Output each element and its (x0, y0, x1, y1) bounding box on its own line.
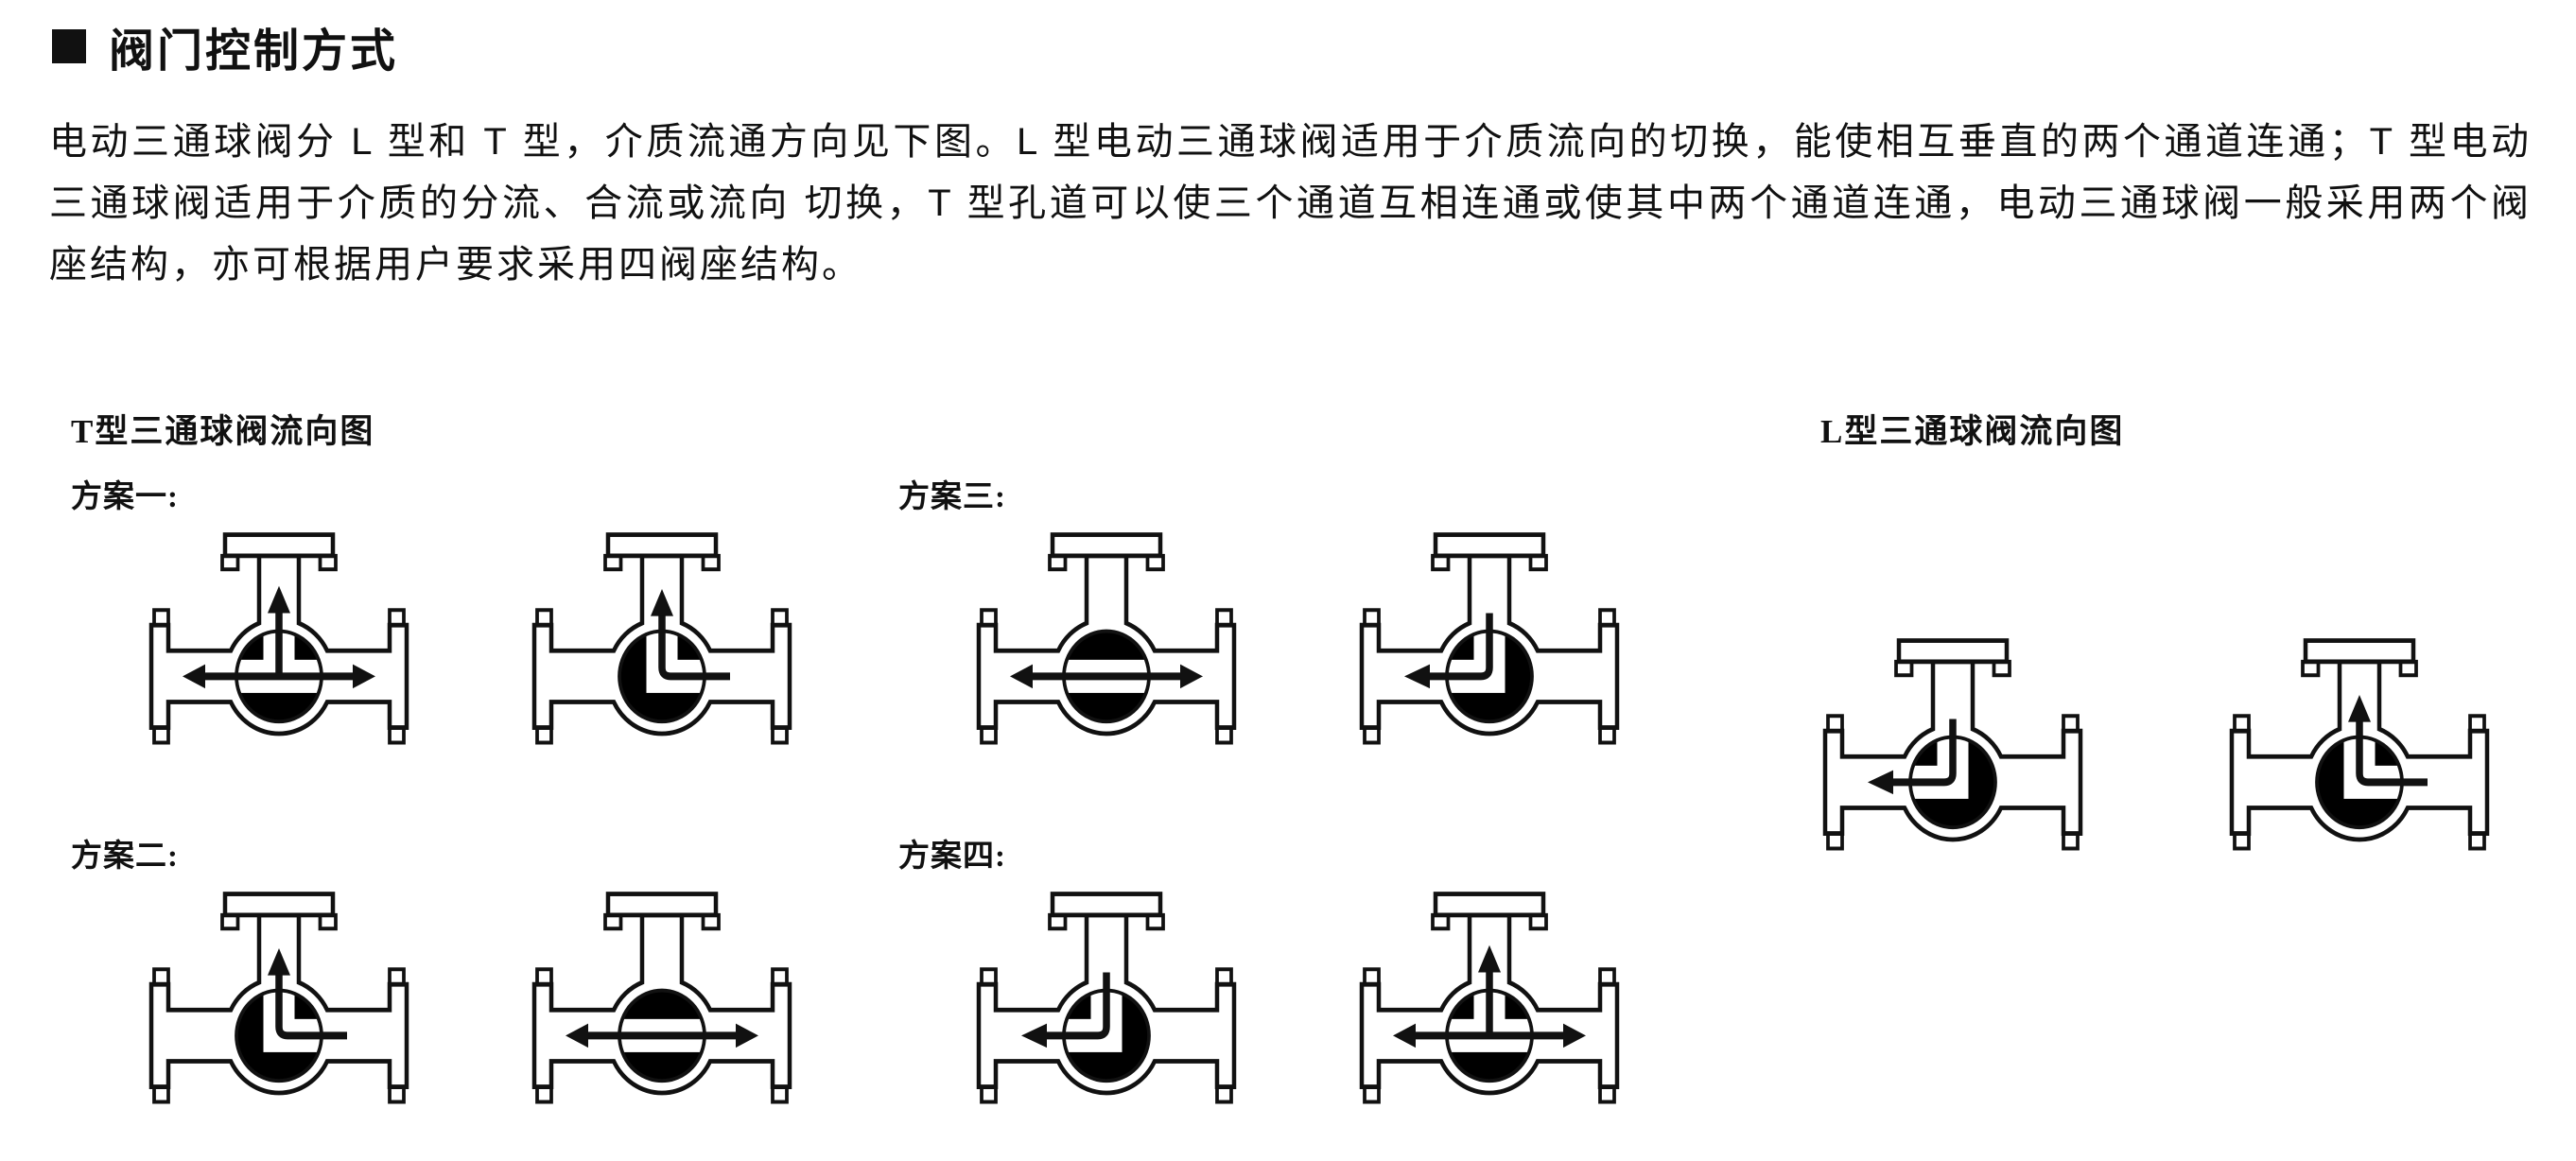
scheme-4: 方案四: (898, 830, 1631, 1126)
l-type-valve-diagrams (1811, 632, 2501, 873)
scheme-2: 方案二: (71, 830, 804, 1126)
square-bullet-icon (52, 29, 86, 63)
scheme-4-label: 方案四: (898, 840, 1006, 874)
valve-flow-diagram (520, 885, 804, 1126)
scheme-3-label: 方案三: (898, 480, 1006, 514)
t-type-diagram-title: T型三通球阀流向图 (71, 413, 375, 450)
l-type-diagram-title: L型三通球阀流向图 (1820, 413, 2125, 450)
valve-flow-diagram (137, 885, 421, 1126)
scheme-3-valves (965, 526, 1631, 767)
scheme-1: 方案一: (71, 471, 804, 767)
valve-flow-diagram (1348, 885, 1631, 1126)
scheme-2-label: 方案二: (71, 840, 179, 874)
valve-flow-diagram (1348, 526, 1631, 767)
scheme-4-valves (965, 885, 1631, 1126)
valve-flow-diagram (2218, 632, 2501, 873)
valve-flow-diagram (965, 885, 1248, 1126)
valve-flow-diagram (137, 526, 421, 767)
scheme-2-valves (137, 885, 804, 1126)
scheme-1-valves (137, 526, 804, 767)
section-title: 阀门控制方式 (109, 26, 399, 77)
section-header: 阀门控制方式 (52, 13, 398, 79)
scheme-1-label: 方案一: (71, 480, 179, 514)
valve-flow-diagram (520, 526, 804, 767)
intro-paragraph: 电动三通球阀分 L 型和 T 型，介质流通方向见下图。L 型电动三通球阀适用于介… (49, 121, 2532, 286)
valve-flow-diagram (1811, 632, 2095, 873)
scheme-3: 方案三: (898, 471, 1631, 767)
valve-flow-diagram (965, 526, 1248, 767)
